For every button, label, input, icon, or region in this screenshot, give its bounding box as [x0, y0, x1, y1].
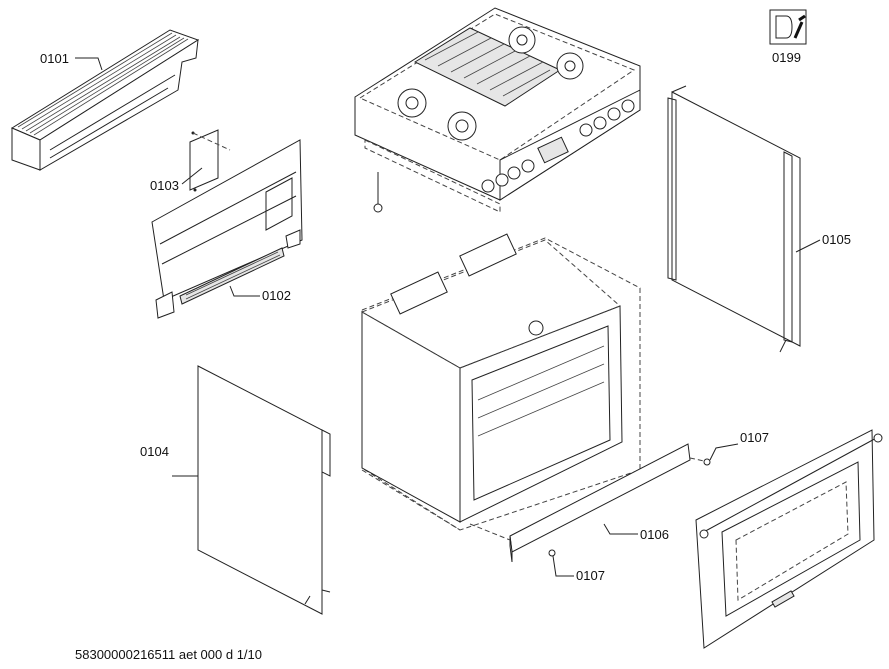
- part-label-0103: 0103: [150, 178, 179, 193]
- part-label-0106: 0106: [640, 527, 669, 542]
- part-label-0107-upper: 0107: [740, 430, 769, 445]
- control-knob-icons: [481, 99, 635, 193]
- burner-icon: [508, 26, 536, 54]
- cooktop-drawing: [354, 7, 641, 213]
- part-label-0102: 0102: [262, 288, 291, 303]
- screw-lower-drawing[interactable]: [548, 549, 556, 557]
- rear-trim-panel-drawing[interactable]: [10, 29, 200, 171]
- kick-panel-drawing[interactable]: [469, 443, 691, 563]
- burner-icon: [397, 88, 427, 118]
- part-label-0107-lower: 0107: [576, 568, 605, 583]
- convection-fan-icon: [459, 233, 517, 277]
- wrench-service-icon: [769, 9, 807, 45]
- rear-panel-drawing[interactable]: [151, 139, 303, 319]
- burner-icon: [447, 111, 477, 141]
- oven-cavity-drawing: [360, 233, 641, 531]
- part-label-0105: 0105: [822, 232, 851, 247]
- part-label-0104: 0104: [140, 444, 169, 459]
- screw-upper-drawing[interactable]: [689, 457, 711, 466]
- part-label-0199: 0199: [772, 50, 801, 65]
- right-side-panel-drawing[interactable]: [667, 85, 801, 353]
- part-label-0101: 0101: [40, 51, 69, 66]
- convection-fan-icon: [390, 271, 448, 315]
- burner-icon: [556, 52, 584, 80]
- leader-lines: [75, 57, 821, 577]
- rear-panel-cover-plate-drawing[interactable]: [189, 129, 231, 192]
- left-side-panel-drawing[interactable]: [197, 365, 331, 615]
- oven-door-drawing: [695, 429, 883, 649]
- document-code: 58300000216511 aet 000 d 1/10: [75, 647, 262, 662]
